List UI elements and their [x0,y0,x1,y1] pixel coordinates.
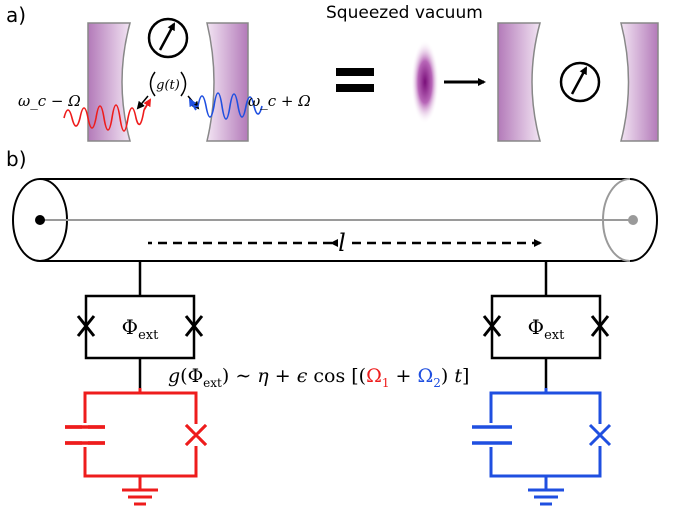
squeezed-state-ellipse [411,40,439,124]
right-mirror [206,22,249,142]
right-squid [482,261,610,390]
coupling-label: g(t) [156,78,180,93]
cavity-left-mirror [497,22,541,142]
cavity-qubit-meter-icon [559,61,601,103]
red-junction-icon [184,423,208,447]
equals-sign [336,68,374,92]
length-label: l [338,229,346,257]
panel-a-label: a) [6,3,26,27]
blue-ground-icon [528,488,564,506]
panel-b-label: b) [6,147,27,171]
blue-wave-packet [189,92,263,120]
squeezed-vacuum-title: Squeezed vacuum [326,3,483,23]
left-squid-label: Φext [122,315,159,343]
red-ground-icon [122,488,158,506]
blue-junction-icon [588,423,612,447]
right-squid-label: Φext [528,315,565,343]
left-squid [76,261,204,390]
red-tone-label: ω_c − Ω [18,92,81,110]
blue-capacitor-icon [472,425,512,445]
red-cap-gap-left [82,423,88,447]
blue-tone-label: ω_c + Ω [248,92,311,110]
transmission-line [12,178,658,262]
cavity-right-mirror [620,22,659,142]
qubit-meter-icon [147,17,189,59]
modulation-formula: g(Φext) ∼ η + ϵ cos [(Ω1 + Ω2) t] [168,365,469,390]
coupling-arrows [136,71,200,110]
red-wave-packet [63,104,145,132]
blue-lc-resonator [489,390,602,490]
red-capacitor-icon [65,425,105,445]
